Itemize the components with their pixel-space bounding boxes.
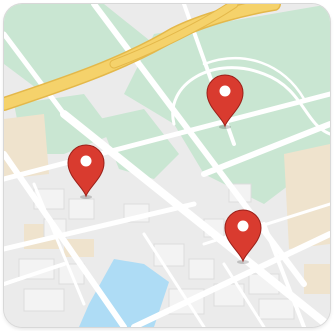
map-pin-icon	[67, 144, 105, 198]
map-pin-icon	[224, 209, 262, 263]
map-pin-west[interactable]	[67, 144, 105, 199]
map-pin-north-east[interactable]	[206, 74, 244, 129]
map-pin-south-east[interactable]	[224, 209, 262, 264]
road-network	[4, 4, 330, 327]
highway	[4, 4, 281, 111]
pin-dot	[219, 85, 231, 97]
map-canvas[interactable]	[4, 4, 330, 327]
pin-dot	[80, 155, 92, 167]
pin-dot	[237, 220, 249, 232]
commercial-blocks	[4, 114, 330, 294]
water-area	[79, 259, 169, 327]
map-pin-icon	[206, 74, 244, 128]
map-tile[interactable]	[4, 4, 330, 327]
